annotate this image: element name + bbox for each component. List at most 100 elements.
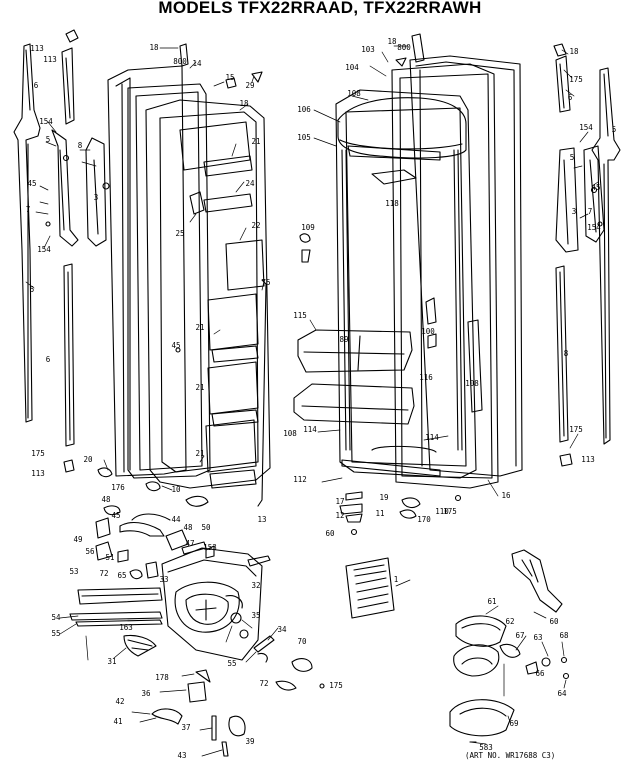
callout-67: 67 [515,631,524,640]
callout-3: 3 [94,193,99,202]
callout-7: 7 [588,207,593,216]
fresh-food-door-outer-panel [409,55,523,477]
callout-14: 14 [192,59,202,68]
callout-18: 18 [239,99,249,108]
callout-55: 55 [51,629,60,638]
callout-153: 153 [203,543,217,552]
art-number: (ART NO. WR17688 C3) [465,751,556,760]
fresh-food-small-parts [299,33,462,536]
callout-5: 5 [46,135,51,144]
callout-113: 113 [43,55,57,64]
callout-70: 70 [297,637,307,646]
callout-163: 163 [119,623,133,632]
freezer-door-gasket [127,83,211,479]
callout-11: 11 [375,509,384,518]
callout-12: 12 [335,511,344,520]
callout-176: 176 [111,483,125,492]
callout-24: 24 [245,179,255,188]
left-door-gasket-strip [13,43,41,423]
callout-5: 5 [612,125,617,134]
right-trim-strip-lower [555,265,569,443]
right-door-gasket-strip [591,67,621,445]
callout-6: 6 [34,81,39,90]
callout-45: 45 [111,511,120,520]
callout-154: 154 [39,117,53,126]
callout-63: 63 [533,633,542,642]
callout-55: 55 [227,659,236,668]
fresh-food-bins [293,297,483,425]
callout-56: 56 [85,547,95,556]
callout-16: 16 [501,491,511,500]
callout-19: 19 [379,493,388,502]
callout-583: 583 [479,743,493,752]
callout-7: 7 [26,205,31,214]
callout-21: 21 [195,383,204,392]
callout-72: 72 [259,679,268,688]
callout-33: 33 [159,575,168,584]
callout-175: 175 [443,507,457,516]
callout-72: 72 [99,569,108,578]
callout-3: 3 [572,207,577,216]
callout-50: 50 [201,523,211,532]
callout-39: 39 [245,737,254,746]
dispenser-actuator-parts [151,635,325,757]
callout-115: 115 [293,311,307,320]
callout-154: 154 [579,123,593,132]
callout-116: 116 [419,373,433,382]
right-small-parts [553,43,573,467]
callout-21: 21 [195,323,204,332]
callout-32: 32 [251,581,260,590]
callout-175: 175 [569,75,583,84]
dispenser-small-parts [95,495,209,580]
callout-36: 36 [141,689,151,698]
ice-dispenser-housing [161,545,271,661]
callout-47: 47 [185,539,194,548]
callout-154: 154 [37,245,51,254]
callout-29: 29 [245,81,254,90]
instruction-sheet [345,557,395,619]
callout-45: 45 [27,179,36,188]
auger-motor-assembly [449,549,570,743]
callout-6: 6 [568,93,573,102]
callout-48: 48 [183,523,193,532]
callout-109: 109 [301,223,315,232]
callout-10: 10 [171,485,181,494]
callout-75: 75 [261,278,270,287]
callout-15: 15 [225,73,234,82]
callout-110: 110 [435,507,449,516]
right-trim-strip-upper [555,55,571,113]
callout-5: 5 [570,153,575,162]
callout-114: 114 [303,425,317,434]
callout-112: 112 [293,475,307,484]
callout-170: 170 [417,515,431,524]
callout-800: 800 [397,43,411,52]
callout-105: 105 [297,133,311,142]
dispenser-chute-and-rails [69,587,249,657]
callout-118: 118 [385,199,399,208]
callout-103: 103 [361,45,375,54]
callout-60: 60 [549,617,559,626]
callout-104: 104 [345,63,359,72]
fresh-food-door-liner [335,89,477,479]
callout-5: 5 [30,285,35,294]
callout-114: 114 [425,433,439,442]
callout-154: 154 [587,223,601,232]
left-trim-strip-upper [61,47,75,125]
callout-6: 6 [46,355,51,364]
callout-21: 21 [251,137,260,146]
diagram-title: MODELS TFX22RRAAD, TFX22RRAWH [158,0,482,17]
callout-18: 18 [387,37,397,46]
callout-49: 49 [73,535,82,544]
callout-178: 178 [155,673,169,682]
callout-25: 25 [175,229,184,238]
callout-18: 18 [569,47,579,56]
callout-18: 18 [149,43,159,52]
callout-8: 8 [78,141,83,150]
callout-69: 69 [509,719,518,728]
callout-44: 44 [171,515,181,524]
callout-48: 48 [101,495,111,504]
callout-35: 35 [251,611,260,620]
callout-22: 22 [251,221,260,230]
callout-89: 89 [339,335,348,344]
